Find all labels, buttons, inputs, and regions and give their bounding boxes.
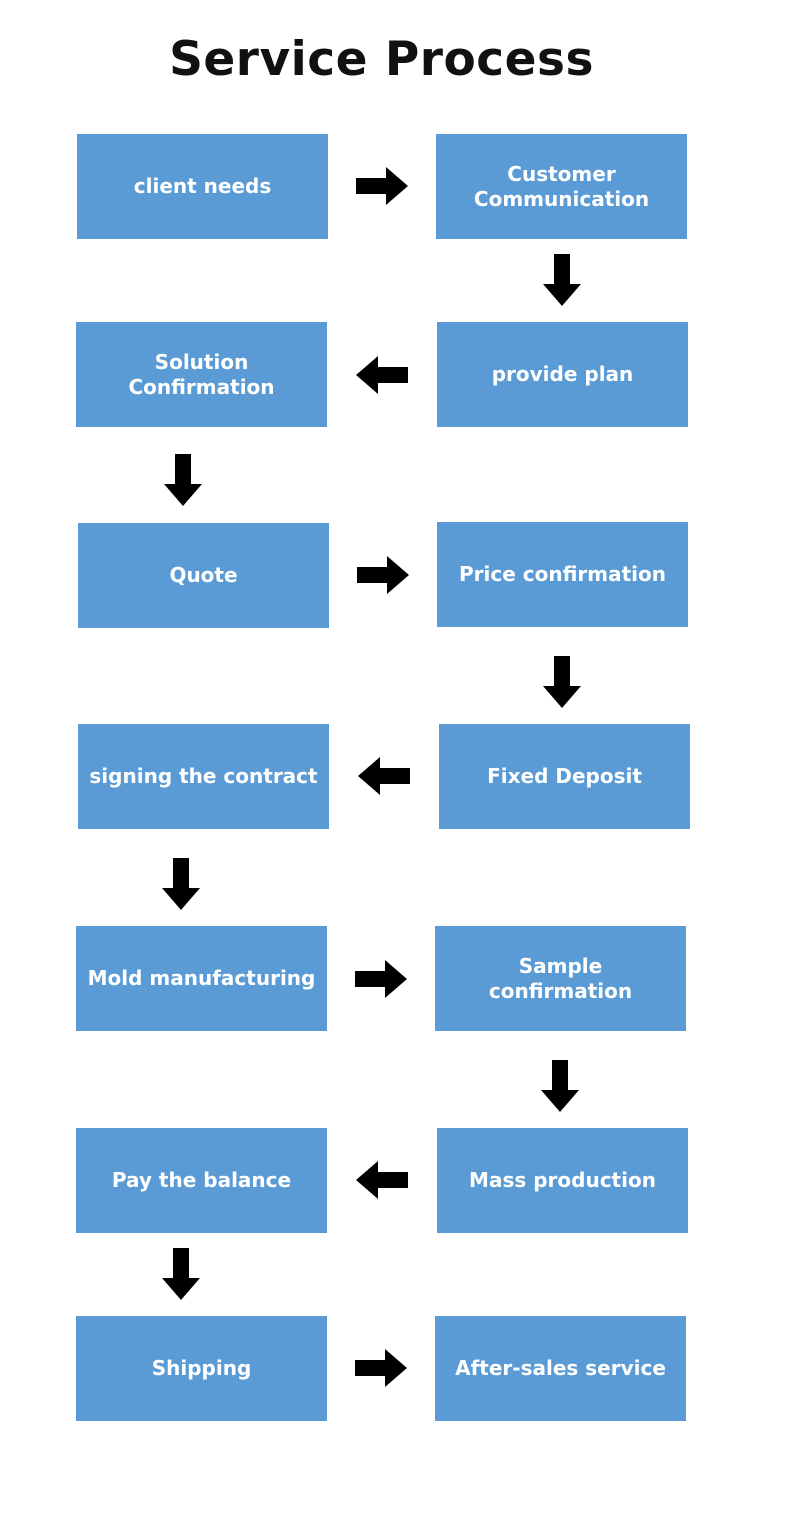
step-label: provide plan	[491, 362, 634, 386]
arrow-down-icon	[534, 252, 590, 308]
step-client-needs: client needs	[77, 134, 328, 239]
step-label: Sample confirmation	[488, 953, 633, 1003]
step-label: Mass production	[469, 1168, 656, 1192]
step-label: Pay the balance	[111, 1168, 292, 1192]
arrow-down-icon	[153, 1246, 209, 1302]
step-mass-production: Mass production	[437, 1128, 688, 1233]
arrow-left-icon	[354, 1152, 410, 1208]
arrow-down-icon	[532, 1058, 588, 1114]
arrow-down-icon	[155, 452, 211, 508]
step-quote: Quote	[78, 523, 329, 628]
step-label: Customer Communication	[473, 161, 650, 211]
step-mold-manufacturing: Mold manufacturing	[76, 926, 327, 1031]
step-label: Fixed Deposit	[487, 764, 642, 788]
arrow-right-icon	[353, 951, 409, 1007]
diagram-title: Service Process	[169, 32, 594, 87]
step-fixed-deposit: Fixed Deposit	[439, 724, 690, 829]
arrow-right-icon	[355, 547, 411, 603]
arrow-left-icon	[356, 748, 412, 804]
step-label: Solution Confirmation	[128, 349, 275, 399]
step-label: Shipping	[151, 1356, 252, 1380]
step-label: After-sales service	[455, 1356, 666, 1380]
step-shipping: Shipping	[76, 1316, 327, 1421]
arrow-right-icon	[354, 158, 410, 214]
step-label: Mold manufacturing	[87, 966, 316, 990]
step-label: Quote	[169, 563, 238, 587]
step-price-confirmation: Price confirmation	[437, 522, 688, 627]
step-signing-the-contract: signing the contract	[78, 724, 329, 829]
step-sample-confirmation: Sample confirmation	[435, 926, 686, 1031]
arrow-down-icon	[153, 856, 209, 912]
step-label: Price confirmation	[458, 562, 666, 586]
step-solution-confirmation: Solution Confirmation	[76, 322, 327, 427]
step-customer-communication: Customer Communication	[436, 134, 687, 239]
step-pay-the-balance: Pay the balance	[76, 1128, 327, 1233]
arrow-down-icon	[534, 654, 590, 710]
arrow-right-icon	[353, 1340, 409, 1396]
step-after-sales-service: After-sales service	[435, 1316, 686, 1421]
step-label: signing the contract	[89, 764, 318, 788]
arrow-left-icon	[354, 347, 410, 403]
step-label: client needs	[133, 174, 272, 198]
step-provide-plan: provide plan	[437, 322, 688, 427]
